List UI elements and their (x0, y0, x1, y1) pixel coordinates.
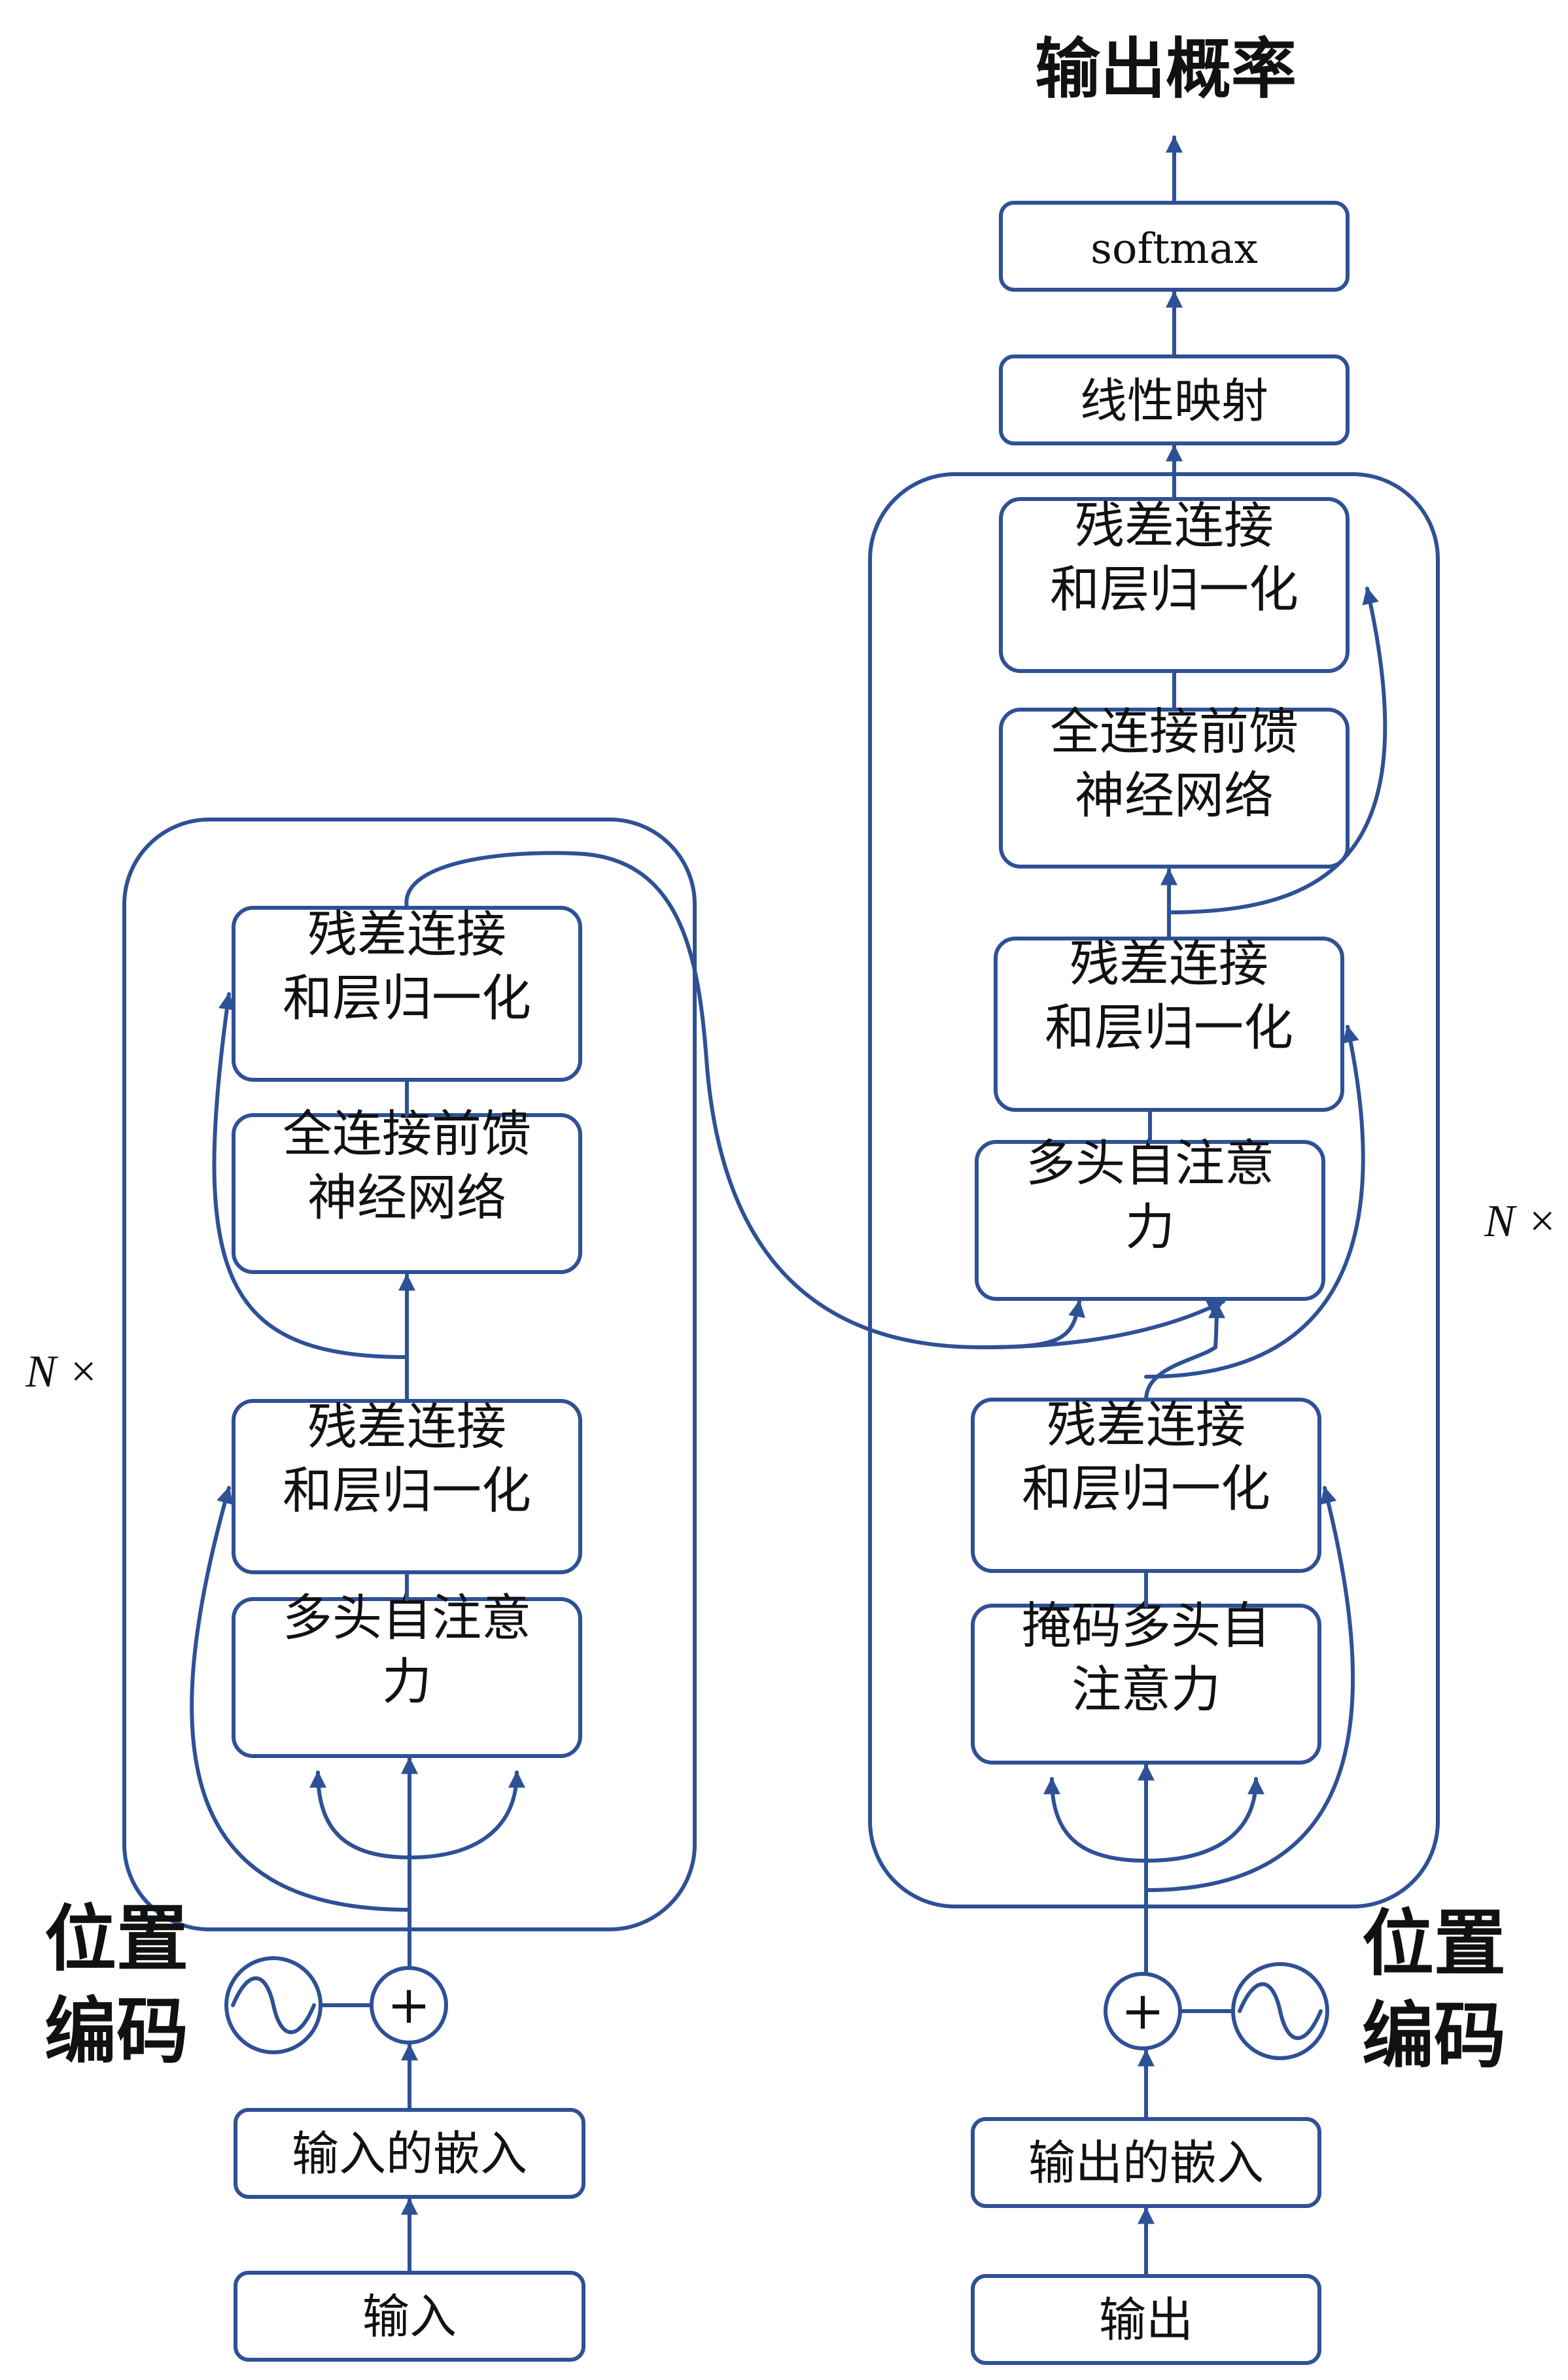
encoder-add-norm-2-label-line2: 和层归一化 (283, 969, 531, 1027)
decoder-add-norm-3: 残差连接和层归一化 (999, 496, 1350, 673)
decoder-cross-attention: 多头自注意力 (975, 1134, 1325, 1301)
encoder-plus-label: + (387, 1975, 430, 2035)
encoder-positional-encoding-text-line2: 编码 (44, 1990, 188, 2073)
encoder-positional-wave-icon (224, 1956, 322, 2054)
input-embedding-label: 输入的嵌入 (292, 2126, 527, 2181)
encoder-self-attention: 多头自注意力 (232, 1589, 582, 1758)
decoder-connectors (1043, 135, 1387, 2278)
decoder-positional-encoding-label: 位置编码 (1362, 1902, 1506, 2078)
decoder-positional-encoding-text-line2: 编码 (1362, 1994, 1506, 2078)
output-block: 输出 (971, 2274, 1321, 2365)
decoder-positional-wave-icon (1231, 1962, 1329, 2060)
softmax-label: softmax (1090, 225, 1258, 273)
output-probability-title: 输出概率 (1035, 31, 1297, 107)
encoder-repeat-label: N × (25, 1347, 98, 1397)
linear-projection-block: 线性映射 (999, 354, 1350, 445)
encoder-positional-encoding-text: 位置 (44, 1897, 188, 1981)
input-block: 输入 (234, 2271, 585, 2362)
svg-text:残差连接和层归一化: 残差连接和层归一化 (283, 905, 531, 1027)
encoder-add-norm-2: 残差连接和层归一化 (232, 905, 582, 1082)
encoder-ffn-label-line2: 神经网络 (307, 1168, 506, 1226)
decoder-positional-encoding-text: 位置 (1362, 1902, 1506, 1986)
svg-text:残差连接和层归一化: 残差连接和层归一化 (283, 1398, 531, 1519)
decoder-add-norm-1-label-line2: 和层归一化 (1022, 1459, 1270, 1517)
softmax-block: softmax (999, 201, 1350, 292)
encoder-self-attention-label-line2: 力 (382, 1652, 432, 1710)
decoder-stack (868, 472, 1440, 1908)
encoder-positional-encoding-label: 位置编码 (44, 1897, 188, 2073)
decoder-add-norm-2: 残差连接和层归一化 (994, 935, 1344, 1112)
decoder-ffn-label-line2: 神经网络 (1075, 766, 1274, 824)
decoder-ffn-label: 全连接前馈 (1050, 702, 1298, 761)
svg-text:全连接前馈神经网络: 全连接前馈神经网络 (1050, 702, 1298, 824)
svg-text:多头自注意力: 多头自注意力 (1026, 1134, 1274, 1256)
encoder-ffn: 全连接前馈神经网络 (232, 1105, 582, 1274)
encoder-add-norm-1-label-line2: 和层归一化 (283, 1461, 531, 1519)
encoder-add-norm-2-label: 残差连接 (307, 905, 506, 963)
input-embedding-block: 输入的嵌入 (234, 2108, 585, 2199)
linear-projection-label: 线性映射 (1080, 373, 1268, 428)
decoder-repeat-label: N × (1484, 1196, 1557, 1247)
encoder-add-norm-1-label: 残差连接 (307, 1398, 506, 1456)
decoder-add-norm-2-label-line2: 和层归一化 (1045, 998, 1293, 1056)
output-label: 输出 (1099, 2292, 1193, 2347)
decoder-add-norm-1: 残差连接和层归一化 (971, 1396, 1321, 1573)
decoder-add-norm-2-label: 残差连接 (1070, 935, 1268, 993)
decoder-masked-attention: 掩码多头自注意力 (971, 1596, 1321, 1765)
input-label: 输入 (362, 2289, 457, 2344)
decoder-ffn: 全连接前馈神经网络 (999, 702, 1350, 869)
decoder-add-norm-1-label: 残差连接 (1047, 1396, 1246, 1454)
svg-text:掩码多头自注意力: 掩码多头自注意力 (1022, 1596, 1270, 1718)
svg-text:残差连接和层归一化: 残差连接和层归一化 (1022, 1396, 1270, 1517)
decoder-add-norm-3-label-line2: 和层归一化 (1050, 560, 1298, 618)
encoder-connectors (190, 851, 1225, 2275)
svg-text:残差连接和层归一化: 残差连接和层归一化 (1050, 496, 1298, 618)
output-embedding-label: 输出的嵌入 (1028, 2135, 1264, 2190)
decoder-cross-attention-label-line2: 力 (1125, 1198, 1175, 1256)
output-embedding-block: 输出的嵌入 (971, 2117, 1321, 2208)
decoder-plus-label: + (1121, 1980, 1164, 2041)
encoder-add-norm-1: 残差连接和层归一化 (232, 1398, 582, 1574)
svg-text:全连接前馈神经网络: 全连接前馈神经网络 (283, 1105, 531, 1226)
decoder-add-norm-3-label: 残差连接 (1075, 496, 1274, 555)
svg-text:残差连接和层归一化: 残差连接和层归一化 (1045, 935, 1293, 1056)
svg-text:多头自注意力: 多头自注意力 (283, 1589, 531, 1710)
decoder-masked-attention-label-line2: 注意力 (1071, 1660, 1221, 1718)
